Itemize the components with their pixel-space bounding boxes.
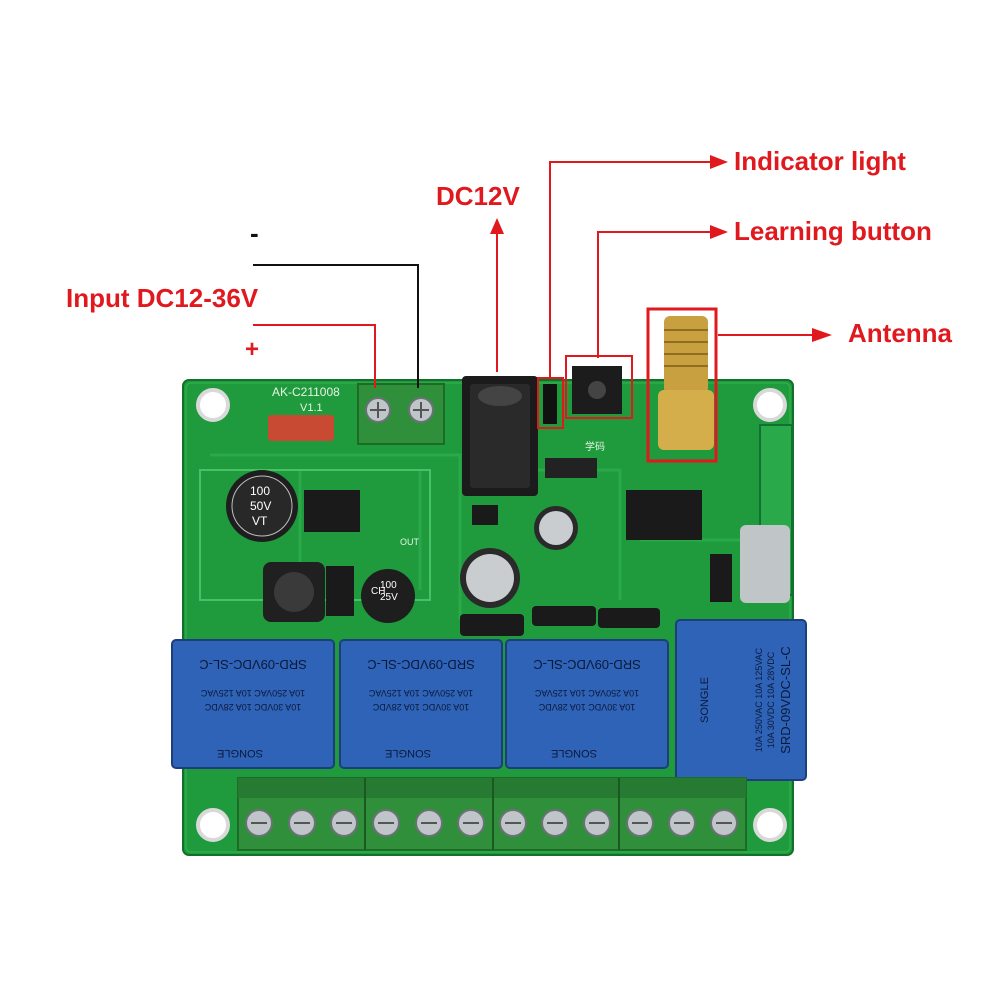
svg-text:SRD-09VDC-SL-C: SRD-09VDC-SL-C xyxy=(199,657,307,672)
relay: SRD-09VDC-SL-C 10A 250VAC 10A 125VAC 10A… xyxy=(171,639,335,769)
plus-label: + xyxy=(245,336,260,363)
svg-text:CH: CH xyxy=(371,586,385,597)
output-terminal-strip xyxy=(237,777,747,851)
sma-antenna-connector xyxy=(658,316,714,450)
dc12v-label: DC12V xyxy=(436,181,520,211)
relay: SRD-09VDC-SL-C 10A 250VAC 10A 125VAC 10A… xyxy=(675,619,807,781)
relay: SRD-09VDC-SL-C 10A 250VAC 10A 125VAC 10A… xyxy=(505,639,669,769)
diode xyxy=(532,606,596,626)
indicator-led xyxy=(543,384,557,424)
svg-text:50V: 50V xyxy=(250,499,271,513)
arrow-right-icon xyxy=(812,328,832,342)
arrow-right-icon xyxy=(710,225,728,239)
svg-text:SONGLE: SONGLE xyxy=(699,677,711,723)
transistor xyxy=(472,505,498,525)
inductor xyxy=(263,562,325,622)
input-voltage-label: Input DC12-36V xyxy=(66,283,259,313)
capacitor-large: 100 50V VT xyxy=(226,470,298,542)
svg-text:25V: 25V xyxy=(380,592,398,603)
capacitor-small: 100 25V CH xyxy=(361,569,415,623)
svg-text:100: 100 xyxy=(250,484,270,498)
arrowheads xyxy=(490,155,832,342)
callout-lines xyxy=(253,161,812,463)
power-input-terminal xyxy=(357,383,445,445)
svg-text:10A 250VAC 10A 125VAC: 10A 250VAC 10A 125VAC xyxy=(534,688,639,698)
svg-text:10A 250VAC 10A 125VAC: 10A 250VAC 10A 125VAC xyxy=(200,688,305,698)
svg-text:10A 250VAC 10A 125VAC: 10A 250VAC 10A 125VAC xyxy=(754,647,764,752)
fuse xyxy=(268,415,334,441)
out-silk-label: OUT xyxy=(400,537,420,547)
svg-text:VT: VT xyxy=(252,514,268,528)
board-model-label: AK-C211008 xyxy=(272,385,340,399)
svg-text:10A 250VAC 10A 125VAC: 10A 250VAC 10A 125VAC xyxy=(368,688,473,698)
learn-silk-label: 学码 xyxy=(585,440,605,453)
svg-text:SONGLE: SONGLE xyxy=(551,747,597,759)
svg-text:10A 30VDC 10A 28VDC: 10A 30VDC 10A 28VDC xyxy=(372,702,469,712)
decoder-chip xyxy=(626,490,702,540)
capacitor-silver xyxy=(460,548,520,608)
chip xyxy=(304,490,360,532)
arrow-up-icon xyxy=(490,218,504,234)
minus-label: - xyxy=(250,218,259,248)
relay: SRD-09VDC-SL-C 10A 250VAC 10A 125VAC 10A… xyxy=(339,639,503,769)
diode xyxy=(326,566,354,616)
svg-text:SRD-09VDC-SL-C: SRD-09VDC-SL-C xyxy=(367,657,475,672)
learning-button-label: Learning button xyxy=(734,216,932,246)
diode xyxy=(460,614,524,636)
svg-text:100: 100 xyxy=(380,580,397,591)
svg-text:10A 30VDC 10A 28VDC: 10A 30VDC 10A 28VDC xyxy=(538,702,635,712)
svg-text:SRD-09VDC-SL-C: SRD-09VDC-SL-C xyxy=(533,657,641,672)
jumper xyxy=(545,458,597,478)
diode xyxy=(598,608,660,628)
svg-text:10A 30VDC 10A 28VDC: 10A 30VDC 10A 28VDC xyxy=(766,651,776,748)
diode xyxy=(710,554,732,602)
crystal xyxy=(740,525,790,603)
capacitor-silver xyxy=(534,506,578,550)
board-version-label: V1.1 xyxy=(300,402,323,414)
svg-text:SRD-09VDC-SL-C: SRD-09VDC-SL-C xyxy=(778,646,793,754)
arrow-right-icon xyxy=(710,155,728,169)
svg-text:SONGLE: SONGLE xyxy=(385,747,431,759)
learning-button xyxy=(572,366,622,414)
svg-text:10A 30VDC 10A 28VDC: 10A 30VDC 10A 28VDC xyxy=(204,702,301,712)
dc-jack xyxy=(462,376,538,496)
antenna-label: Antenna xyxy=(848,318,952,348)
indicator-light-label: Indicator light xyxy=(734,146,906,176)
svg-text:SONGLE: SONGLE xyxy=(217,747,263,759)
